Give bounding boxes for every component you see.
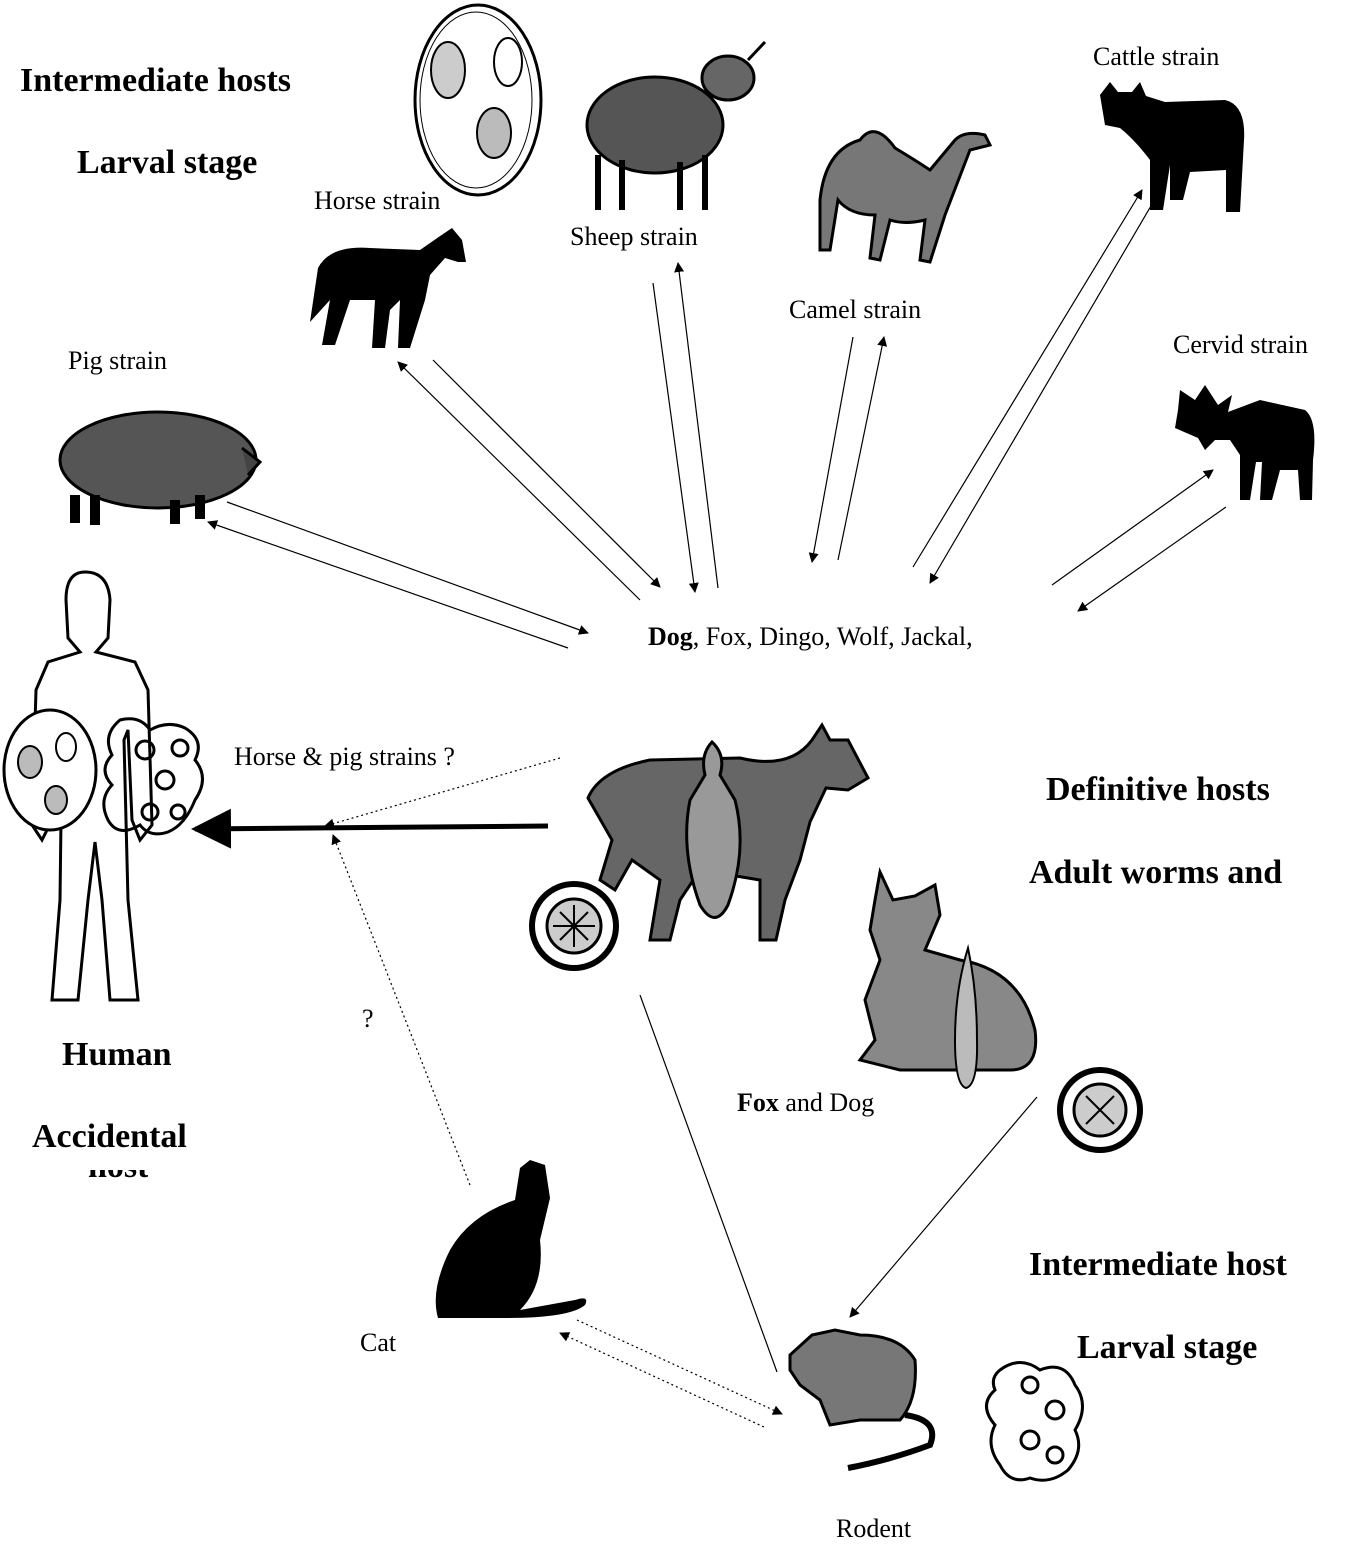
larval-stage-heading-bottom: Larval stage: [1077, 1331, 1257, 1365]
arrow-dog-to-camel: [838, 337, 884, 560]
sheep-icon: [587, 42, 765, 210]
cat-icon: [436, 1160, 587, 1318]
egg-icon: [532, 884, 616, 968]
arrow-pig-to-dog: [227, 502, 588, 633]
horse-strain-label: Horse strain: [314, 188, 440, 214]
arrow-cervid-to-dog: [1078, 507, 1226, 611]
arrow-dog-to-sheep: [678, 263, 718, 588]
sheep-strain-label: Sheep strain: [570, 224, 698, 250]
fox-icon: [860, 872, 1036, 1070]
human-heading: Human: [62, 1038, 172, 1072]
cervid-strain-label: Cervid strain: [1173, 332, 1308, 358]
definitive-hosts-rest: , Fox, Dingo, Wolf, Jackal,: [693, 622, 973, 651]
fox-bold-label: Fox: [737, 1088, 779, 1117]
arrow-cattle-to-dog: [930, 182, 1165, 583]
fox-and-dog-label: Fox and Dog: [737, 1090, 874, 1116]
accidental-host-cut-text: host: [88, 1170, 148, 1184]
rodent-icon: [790, 1330, 932, 1468]
question-mark-label: ?: [362, 1006, 374, 1032]
accidental-host-cut-heading: host: [88, 1170, 148, 1184]
line-dog-to-rodent: [640, 995, 777, 1372]
dog-bold-label: Dog: [648, 622, 693, 651]
intermediate-host-heading: Intermediate host: [1029, 1248, 1287, 1282]
intermediate-hosts-heading: Intermediate hosts: [20, 64, 291, 98]
egg-2-icon: [1060, 1070, 1140, 1150]
cat-label: Cat: [360, 1330, 396, 1356]
arrow-cat-to-human: [333, 835, 470, 1185]
definitive-hosts-heading: Definitive hosts: [1046, 773, 1270, 807]
arrow-cat-to-rodent: [577, 1320, 782, 1414]
hydatid-cyst-in-body-icon: [4, 710, 96, 830]
camel-strain-label: Camel strain: [789, 297, 921, 323]
arrow-horse-to-dog: [433, 360, 660, 587]
pig-icon: [60, 412, 260, 525]
arrow-camel-to-dog: [812, 337, 853, 562]
arrow-dog-to-pig: [208, 522, 568, 648]
arrow-fox-to-rodent: [850, 1097, 1037, 1317]
adult-worms-heading: Adult worms and: [1029, 856, 1282, 890]
arrow-dog-to-cattle: [913, 190, 1142, 567]
arrow-dog-to-human: [195, 826, 548, 829]
pig-strain-label: Pig strain: [68, 348, 167, 374]
rodent-label: Rodent: [836, 1516, 911, 1542]
hydatid-cyst-icon: [415, 5, 541, 195]
arrow-sheep-to-dog: [653, 283, 695, 592]
horse-pig-strains-label: Horse & pig strains ?: [234, 744, 455, 770]
arrow-dog-to-cervid: [1052, 470, 1213, 585]
arrow-rodent-to-cat: [560, 1333, 764, 1427]
fox-and-dog-rest: and Dog: [779, 1088, 874, 1117]
horse-icon: [310, 228, 466, 348]
alveolar-cyst-icon: [987, 1363, 1083, 1481]
larval-stage-heading-top: Larval stage: [77, 146, 257, 180]
accidental-heading: Accidental: [32, 1120, 187, 1154]
definitive-hosts-list: Dog, Fox, Dingo, Wolf, Jackal,: [648, 624, 973, 650]
arrow-dog-to-horse: [398, 362, 640, 600]
cattle-strain-label: Cattle strain: [1093, 44, 1219, 70]
cow-icon: [1100, 82, 1244, 212]
camel-icon: [820, 132, 990, 262]
